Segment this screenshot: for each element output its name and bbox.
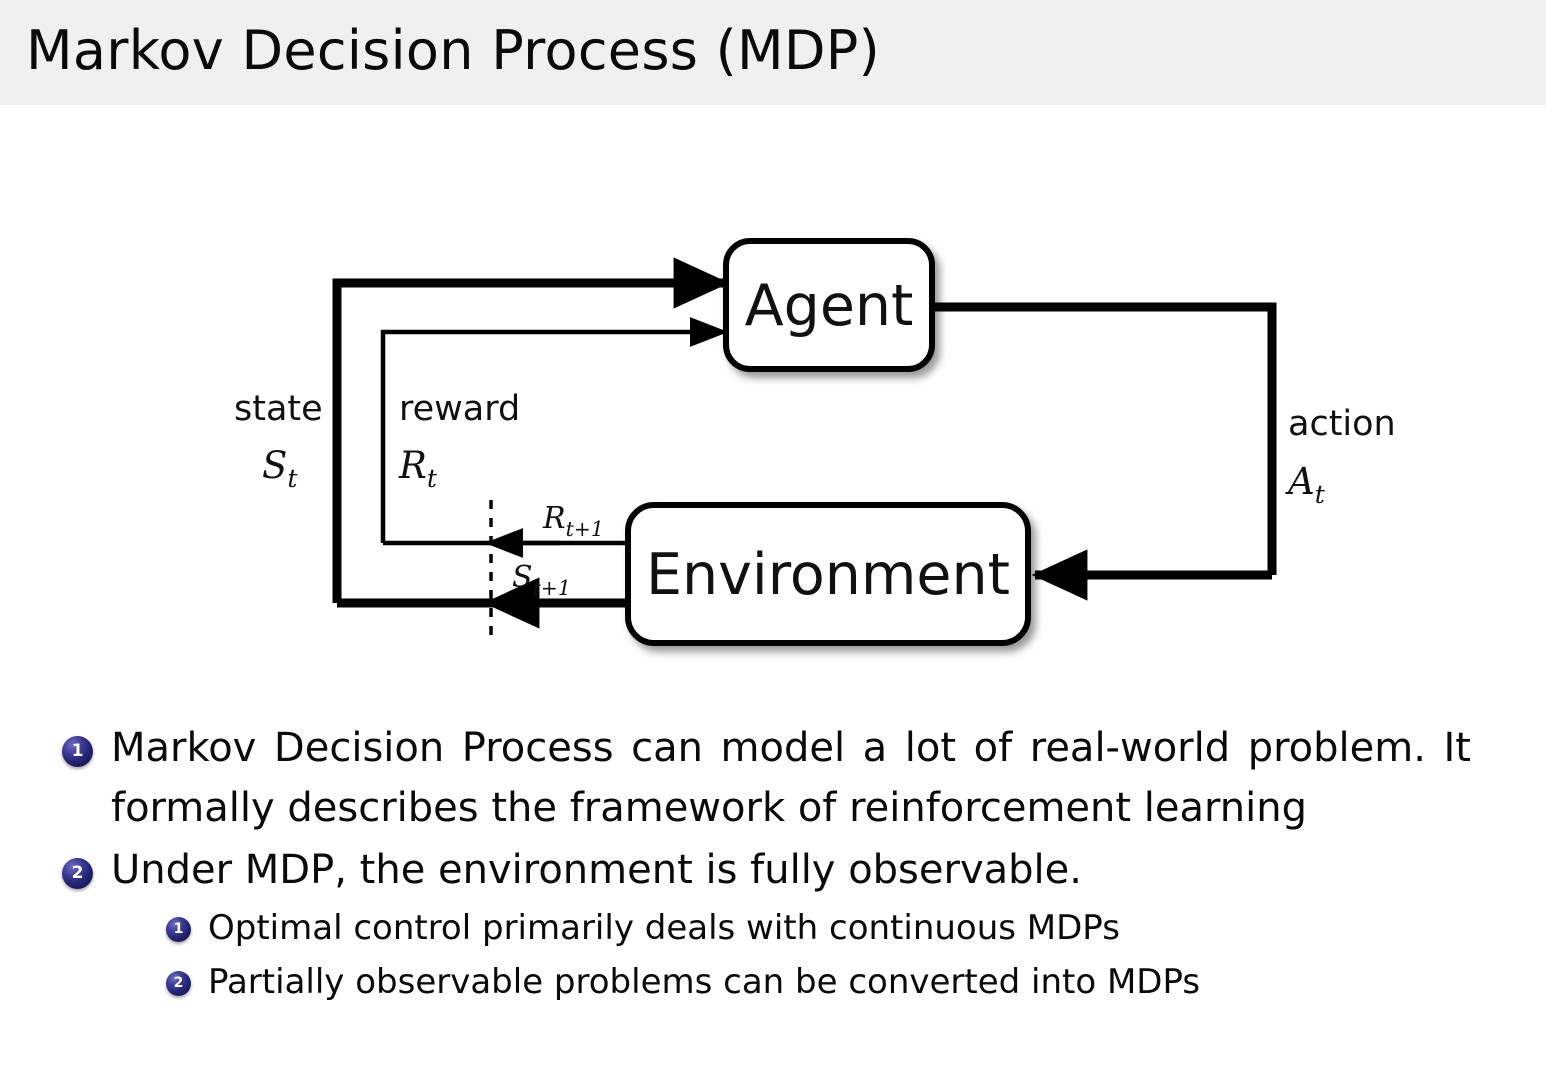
sub-list-item-text: Partially observable problems can be con…	[208, 962, 1201, 1002]
label-state: state St	[234, 389, 323, 493]
bullet-number-badge: 1	[62, 736, 93, 767]
node-environment-label: Environment	[646, 542, 1010, 608]
label-action-word: action	[1288, 404, 1396, 444]
label-reward-symbol: R	[398, 444, 427, 487]
label-reward-next-symbol: R	[542, 501, 566, 536]
bullet-number-badge: 2	[62, 858, 93, 889]
edge-action-loop	[932, 302, 1277, 601]
label-reward-symbol-subscript: t	[427, 464, 438, 493]
node-agent: Agent	[723, 238, 935, 372]
sub-list-item: 2 Partially observable problems can be c…	[0, 956, 1546, 1008]
label-state-next-subscript: t+1	[533, 576, 571, 600]
label-state-word: state	[234, 389, 323, 429]
page-title: Markov Decision Process (MDP)	[26, 19, 881, 82]
svg-text:St: St	[262, 444, 298, 493]
node-environment: Environment	[625, 502, 1031, 646]
agent-environment-diagram: Agent Environment state St reward Rt	[0, 150, 1546, 690]
node-agent-label: Agent	[745, 273, 914, 339]
svg-text:Rt+1: Rt+1	[542, 501, 604, 541]
svg-text:At: At	[1285, 460, 1326, 509]
label-state-symbol-subscript: t	[287, 464, 298, 493]
label-reward-next: Rt+1	[542, 501, 604, 541]
sub-bullet-number-badge: 2	[166, 971, 191, 996]
sub-list-item: 1 Optimal control primarily deals with c…	[0, 902, 1546, 954]
svg-text:St+1: St+1	[512, 560, 571, 600]
bullet-list: 1 Markov Decision Process can model a lo…	[0, 718, 1546, 1010]
label-action-symbol-subscript: t	[1315, 480, 1326, 509]
label-action: action At	[1285, 404, 1396, 509]
label-state-next: St+1	[512, 560, 571, 600]
label-state-next-symbol: S	[512, 560, 533, 595]
list-item: 2 Under MDP, the environment is fully ob…	[0, 840, 1546, 900]
label-reward: reward Rt	[398, 389, 520, 493]
label-reward-next-subscript: t+1	[566, 517, 604, 541]
edge-state-loop	[332, 257, 730, 603]
list-item-text: Under MDP, the environment is fully obse…	[111, 847, 1082, 893]
label-action-symbol: A	[1285, 460, 1315, 503]
svg-text:Rt: Rt	[398, 444, 438, 493]
sub-list-item-text: Optimal control primarily deals with con…	[208, 908, 1120, 948]
label-reward-word: reward	[399, 389, 520, 429]
list-item-text: Markov Decision Process can model a lot …	[111, 725, 1471, 831]
list-item: 1 Markov Decision Process can model a lo…	[0, 718, 1546, 838]
label-state-symbol: S	[262, 444, 287, 487]
edge-reward-loop	[380, 317, 729, 543]
sub-bullet-number-badge: 1	[166, 917, 191, 942]
slide-header-band	[0, 0, 1546, 105]
